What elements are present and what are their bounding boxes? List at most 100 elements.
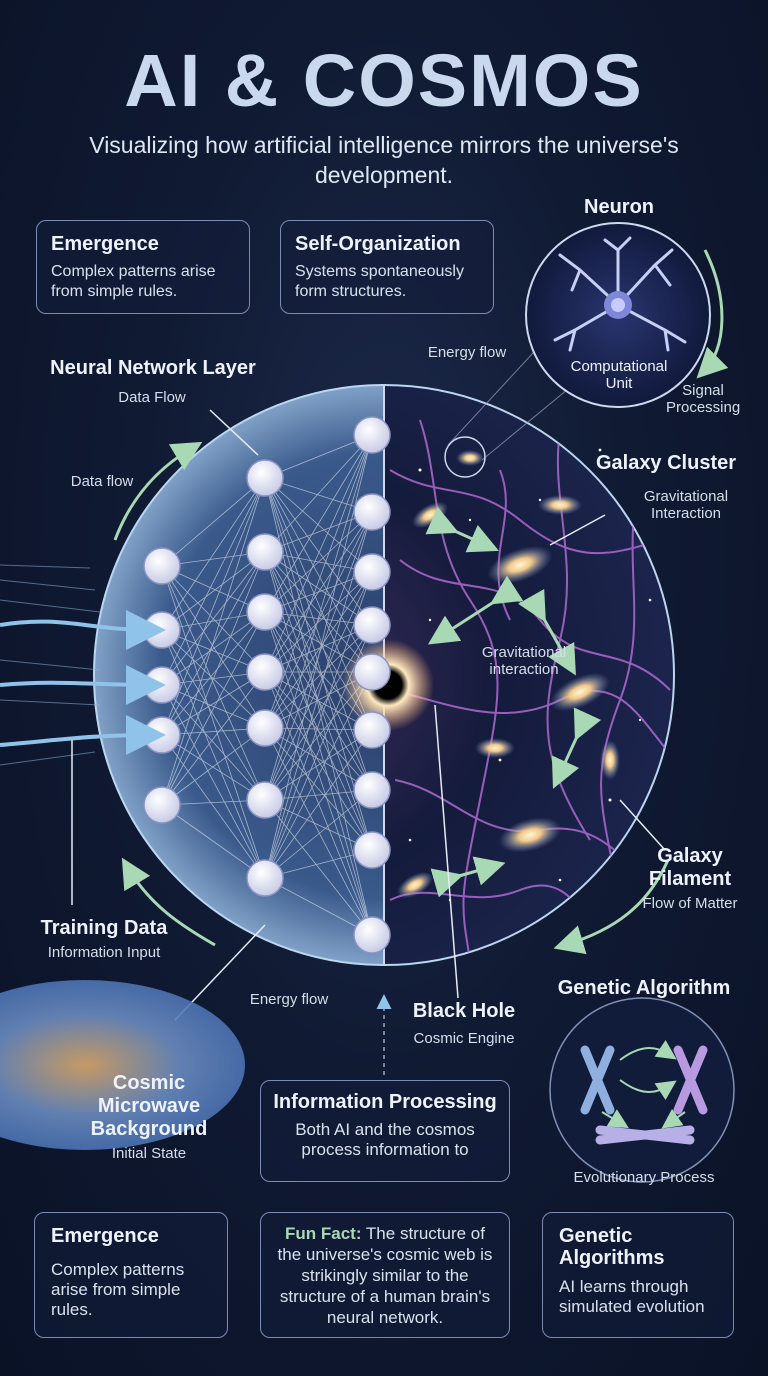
network-node: [353, 606, 391, 644]
training-data-sub: Information Input: [47, 944, 161, 961]
network-edge: [264, 511, 373, 729]
fun-fact-text-block: Fun Fact: The structure of the universe'…: [275, 1223, 495, 1328]
galaxy-filament-title: Galaxy Filament: [648, 845, 732, 890]
network-edge: [161, 477, 266, 806]
card-title: Self-Organization: [295, 233, 461, 255]
card-title: Genetic Algorithms: [559, 1225, 665, 1269]
network-edge: [264, 611, 373, 936]
network-node: [353, 653, 391, 691]
network-edge: [264, 477, 373, 626]
fun-fact-text: The structure of the universe's cosmic w…: [277, 1224, 493, 1327]
network-edge: [264, 799, 373, 851]
network-edge: [161, 551, 266, 631]
network-edge: [264, 434, 373, 479]
network-edge: [264, 799, 373, 936]
network-edge: [264, 571, 373, 729]
card-text: Systems spontaneously form structures.: [295, 263, 464, 300]
card-text: AI learns through simulated evolution: [559, 1277, 705, 1316]
network-edge: [161, 629, 266, 879]
network-node: [246, 709, 284, 747]
network-edge: [264, 434, 373, 801]
network-edge: [264, 477, 373, 731]
network-edge: [161, 551, 266, 686]
network-edge: [161, 804, 266, 879]
genetic-title: Genetic Algorithm: [557, 977, 731, 999]
card-title: Emergence: [51, 233, 159, 255]
card-fun-fact: Fun Fact: The structure of the universe'…: [260, 1212, 510, 1338]
network-edge: [161, 611, 266, 686]
page-title: AI & COSMOS: [124, 39, 644, 122]
network-edge: [161, 477, 266, 631]
network-node: [143, 547, 181, 585]
network-edge: [161, 565, 266, 879]
network-node: [143, 786, 181, 824]
network-edge: [264, 729, 373, 801]
neuron-icon: [553, 236, 687, 352]
galaxy-cluster-title: Galaxy Cluster: [595, 452, 737, 474]
network-edge: [264, 511, 373, 673]
network-edge: [264, 551, 373, 731]
network-edge: [161, 684, 266, 879]
network-edge: [264, 511, 373, 613]
network-edge: [161, 671, 266, 736]
network-edge: [264, 624, 373, 673]
network-node: [353, 416, 391, 454]
data-streams: [0, 564, 166, 766]
network-edge: [264, 477, 373, 573]
card-self-organization: Self-Organization Systems spontaneously …: [280, 220, 494, 314]
genetic-circle: [549, 997, 735, 1183]
network-node: [353, 916, 391, 954]
network-edge: [161, 629, 266, 801]
network-node: [353, 771, 391, 809]
network-node: [353, 711, 391, 749]
black-hole-title: Black Hole: [412, 1000, 516, 1022]
cmb-sub: Initial State: [111, 1145, 187, 1162]
network-node: [353, 831, 391, 869]
card-title: Emergence: [51, 1225, 159, 1247]
network-edge: [161, 565, 266, 729]
network-edges: [161, 434, 373, 936]
energy-flow-label-top: Energy flow: [427, 344, 507, 361]
network-edge: [264, 434, 373, 613]
network-edge: [161, 611, 266, 736]
network-edge: [264, 624, 373, 801]
network-edge: [161, 671, 266, 806]
genetic-sub: Evolutionary Process: [573, 1169, 715, 1186]
network-edge: [264, 624, 373, 729]
network-edge: [264, 511, 373, 553]
chromosome-icon: [580, 1045, 708, 1145]
network-node: [246, 533, 284, 571]
network-edge: [264, 551, 373, 626]
network-edge: [264, 434, 373, 553]
network-edge: [161, 734, 266, 801]
neuron-title: Neuron: [584, 196, 654, 218]
energy-flow-label-bottom: Energy flow: [249, 991, 329, 1008]
network-edge: [264, 729, 373, 879]
network-edge: [161, 551, 266, 806]
card-text: Complex patterns arise from simple rules…: [51, 1260, 185, 1319]
network-edge: [264, 789, 373, 879]
network-edge: [161, 551, 266, 736]
network-node: [246, 859, 284, 897]
network-edge: [264, 434, 373, 673]
signal-processing-label: Signal Processing: [666, 382, 741, 416]
neuron-inner-label: Computational Unit: [570, 358, 668, 392]
network-edge: [264, 727, 373, 851]
network-node: [246, 593, 284, 631]
network-edge: [264, 671, 373, 801]
card-text: Both AI and the cosmos process informati…: [295, 1120, 475, 1159]
network-edge: [264, 671, 373, 731]
network-edge: [161, 727, 266, 806]
network-edge: [264, 477, 373, 791]
fun-fact-label: Fun Fact:: [285, 1224, 362, 1243]
black-hole-sub: Cosmic Engine: [413, 1030, 515, 1047]
data-flow-label: Data flow: [70, 473, 134, 490]
network-edge: [161, 611, 266, 806]
card-emergence-top: Emergence Complex patterns arise from si…: [36, 220, 250, 314]
network-edge: [264, 477, 373, 673]
network-subtitle: Data Flow: [118, 389, 186, 406]
network-edge: [264, 611, 373, 673]
network-edge: [264, 877, 373, 936]
network-node: [353, 493, 391, 531]
